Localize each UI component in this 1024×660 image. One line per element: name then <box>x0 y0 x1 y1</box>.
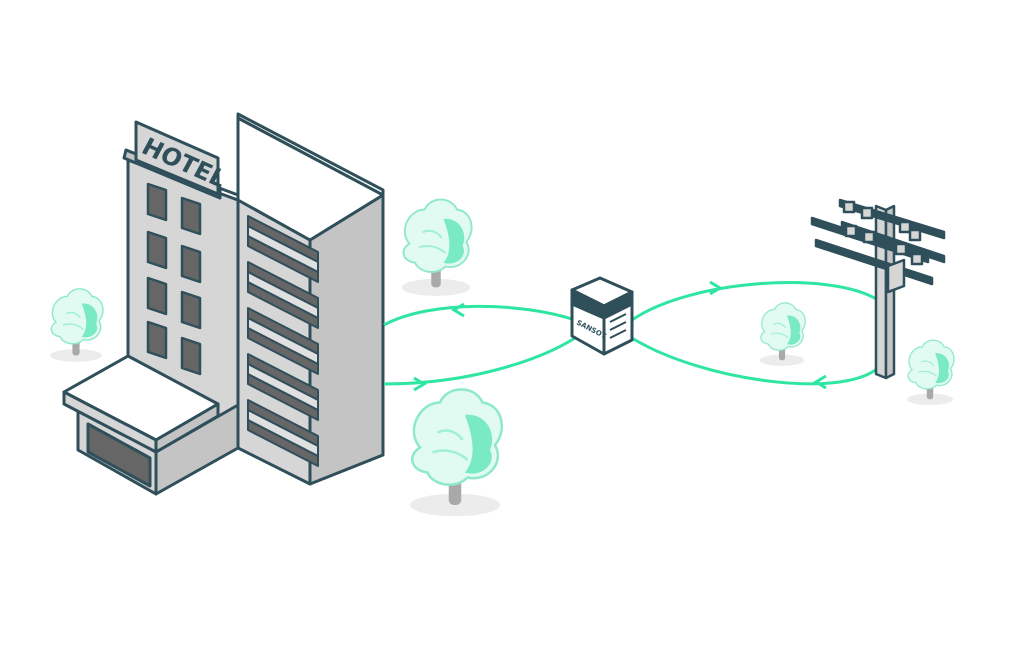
hotel-building-icon <box>62 112 385 496</box>
tree-icon <box>759 302 806 367</box>
flow-arrow-left <box>451 302 465 318</box>
tree-icon <box>906 339 955 406</box>
flow-line-battery-to-hotel <box>383 304 576 327</box>
flow-line-battery-to-pole <box>631 281 879 322</box>
flow-line-hotel-to-battery <box>383 336 576 386</box>
tree-icon <box>400 198 473 297</box>
flow-arrow-right <box>709 280 723 296</box>
energy-flow-lines <box>383 280 879 392</box>
flow-line-pole-to-battery <box>631 336 879 386</box>
tree-icon <box>408 388 504 518</box>
battery-unit-icon <box>570 276 634 356</box>
tree-icon <box>49 288 104 363</box>
flow-arrow-left <box>813 374 827 390</box>
power-pole-icon <box>810 198 946 380</box>
flow-arrow-right <box>413 376 427 392</box>
